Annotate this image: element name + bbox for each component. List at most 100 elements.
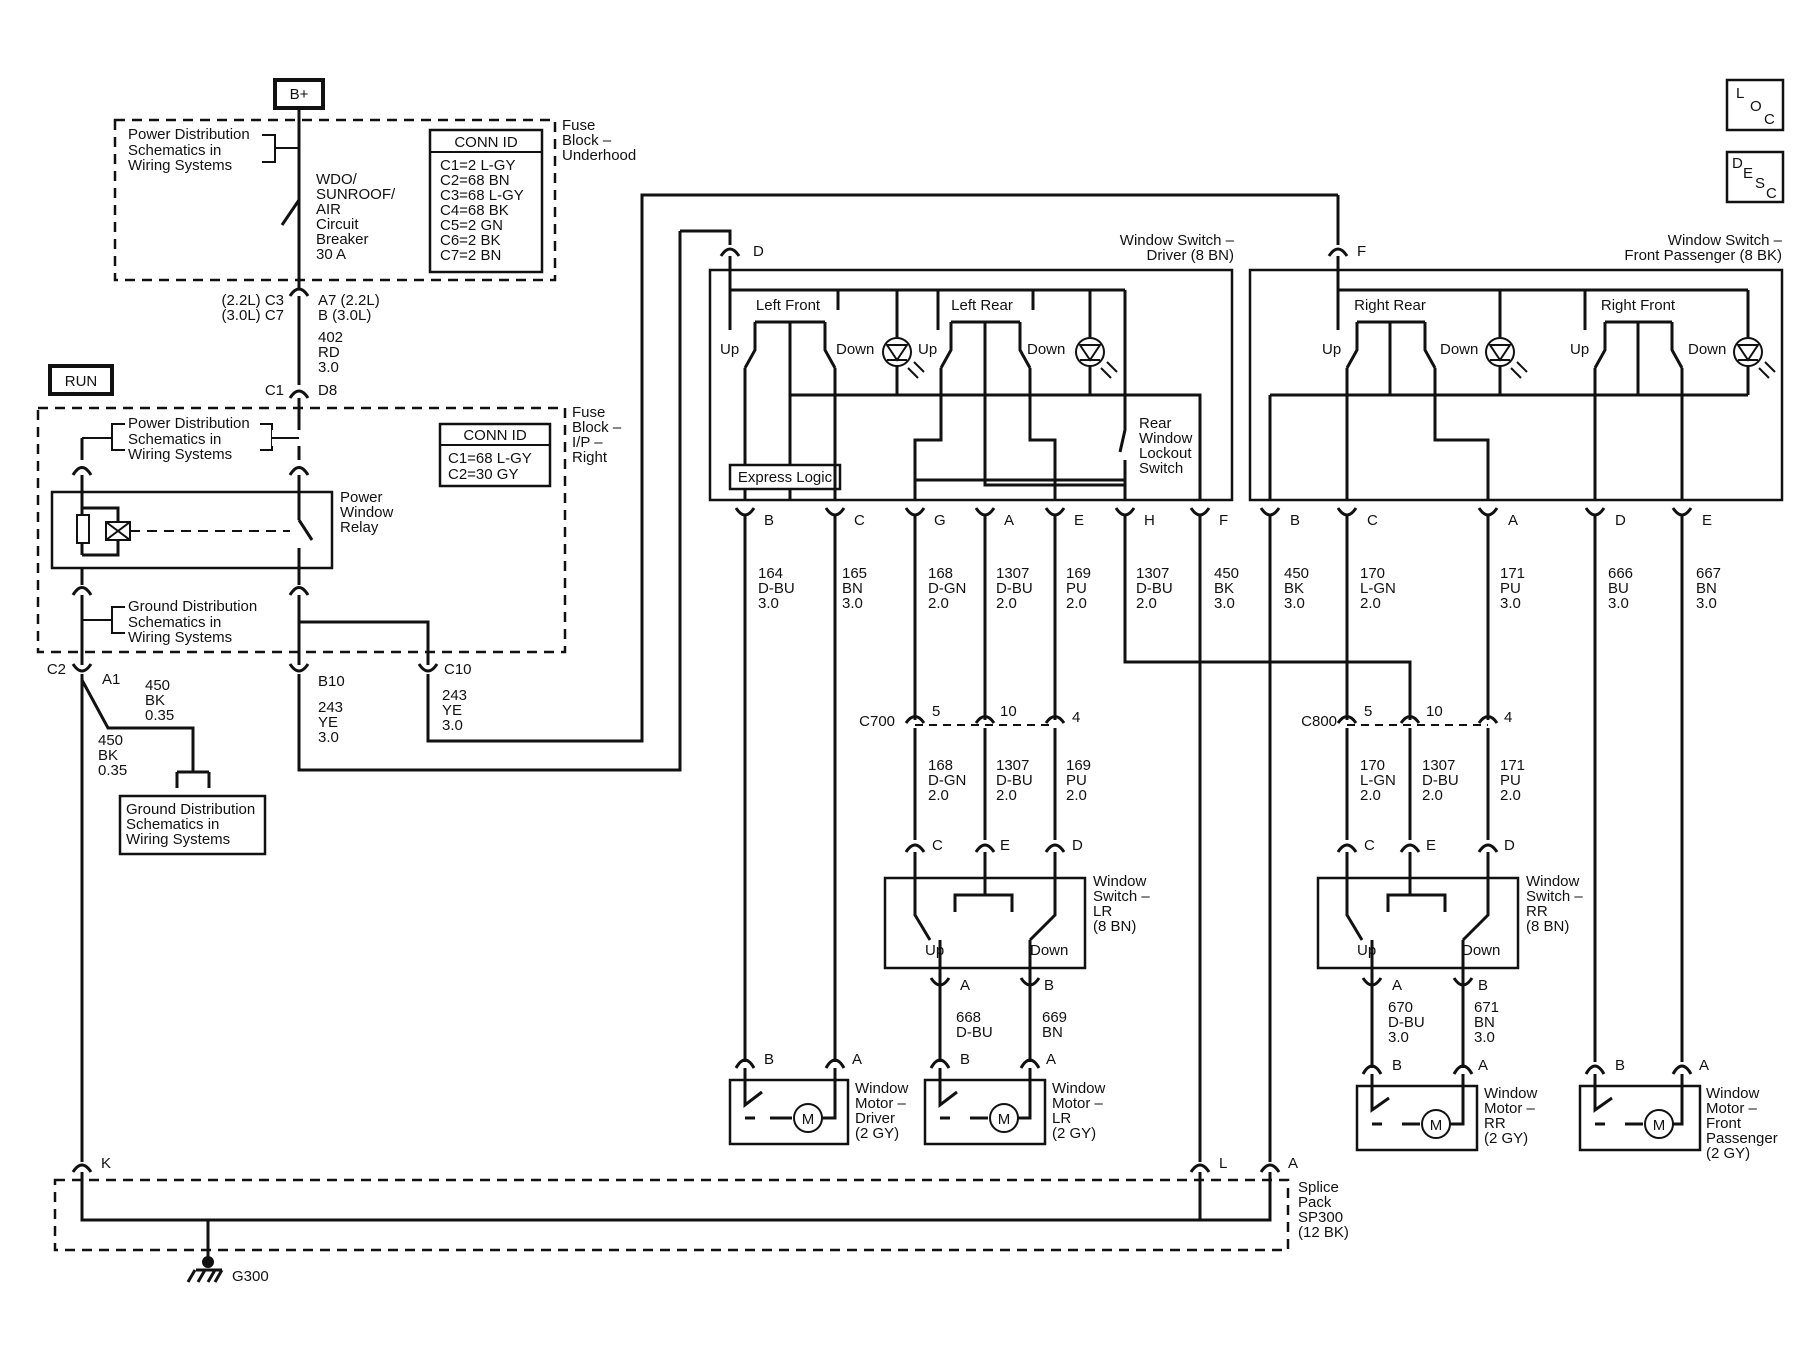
svg-text:1307: 1307 xyxy=(996,565,1029,582)
ground-dist-ref-1: Ground Distribution Schematics in Wiring… xyxy=(128,598,257,646)
wire-243-b10 xyxy=(297,231,682,772)
left-front-switch: Left Front Up Down xyxy=(720,290,925,410)
splice-label: Splice Pack SP300 (12 BK) xyxy=(1298,1179,1349,1241)
fuse-block-underhood xyxy=(113,118,557,282)
svg-text:(2.2L) C3: (2.2L) C3 xyxy=(221,292,284,309)
run-box xyxy=(48,364,114,396)
connector-c3 xyxy=(288,287,310,297)
svg-text:Window: Window xyxy=(1706,1085,1760,1102)
ground-point xyxy=(202,1256,214,1268)
svg-text:Up: Up xyxy=(1357,942,1376,959)
conn-id-list-1: C1=2 L-GY C2=68 BN C3=68 L-GY C4=68 BK C… xyxy=(440,157,524,264)
svg-text:Schematics in: Schematics in xyxy=(128,431,221,448)
svg-text:Wiring Systems: Wiring Systems xyxy=(128,157,232,174)
svg-text:168: 168 xyxy=(928,757,953,774)
svg-text:170: 170 xyxy=(1360,565,1385,582)
window-switch-front-passenger xyxy=(1248,268,1784,502)
wire-243-c10 xyxy=(426,193,1338,743)
svg-text:Left Rear: Left Rear xyxy=(951,297,1013,314)
svg-text:2.0: 2.0 xyxy=(1422,787,1443,804)
window-motor-front-passenger: B A M Window Motor – Front Passenger (2 … xyxy=(1578,1057,1778,1162)
svg-text:C: C xyxy=(854,512,865,529)
svg-text:Switch –: Switch – xyxy=(1093,888,1150,905)
svg-text:2.0: 2.0 xyxy=(1136,595,1157,612)
c3-labels: (2.2L) C3 (3.0L) C7 A7 (2.2L) B (3.0L) xyxy=(221,292,379,324)
ref-bracket-2 xyxy=(82,423,299,451)
svg-text:S: S xyxy=(1755,175,1765,192)
window-switch-driver xyxy=(708,268,1234,502)
svg-text:Window: Window xyxy=(855,1080,909,1097)
svg-text:AIR: AIR xyxy=(316,201,341,218)
svg-text:2.0: 2.0 xyxy=(996,787,1017,804)
svg-text:Motor –: Motor – xyxy=(855,1095,907,1112)
svg-text:E: E xyxy=(1074,512,1084,529)
svg-text:BN: BN xyxy=(842,580,863,597)
connector-b10 xyxy=(288,663,310,673)
power-dist-ref-1: Power Distribution Schematics in Wiring … xyxy=(128,126,250,174)
svg-text:WDO/: WDO/ xyxy=(316,171,358,188)
ground-label: G300 xyxy=(232,1268,269,1285)
fuse-block-ip xyxy=(36,406,567,654)
wire-243b-label: 243 YE 3.0 xyxy=(442,687,467,734)
rr-pins-bot: A B xyxy=(1361,977,1488,994)
svg-text:Down: Down xyxy=(836,341,874,358)
svg-text:Motor –: Motor – xyxy=(1484,1100,1536,1117)
loc-icon[interactable]: L O C xyxy=(1725,78,1785,132)
svg-text:(2 GY): (2 GY) xyxy=(855,1125,899,1142)
wire-450a-label: 450 BK 0.35 xyxy=(145,677,174,724)
svg-text:450: 450 xyxy=(98,732,123,749)
svg-text:D-BU: D-BU xyxy=(996,580,1033,597)
svg-text:D: D xyxy=(753,243,764,260)
svg-text:C: C xyxy=(1367,512,1378,529)
svg-text:BN: BN xyxy=(1474,1014,1495,1031)
svg-text:164: 164 xyxy=(758,565,783,582)
svg-text:3.0: 3.0 xyxy=(1474,1029,1495,1046)
svg-text:30 A: 30 A xyxy=(316,246,346,263)
svg-text:Driver: Driver xyxy=(855,1110,895,1127)
desc-icon[interactable]: D E S C xyxy=(1725,150,1785,204)
svg-text:M: M xyxy=(1653,1117,1666,1134)
c10-label: C10 xyxy=(444,661,472,678)
svg-text:B: B xyxy=(764,512,774,529)
svg-text:3.0: 3.0 xyxy=(1500,595,1521,612)
driver-pin-d xyxy=(719,247,741,257)
svg-text:Window: Window xyxy=(1526,873,1580,890)
svg-text:Front Passenger (8 BK): Front Passenger (8 BK) xyxy=(1624,247,1782,264)
svg-text:L-GN: L-GN xyxy=(1360,772,1396,789)
power-dist-ref-2: Power Distribution Schematics in Wiring … xyxy=(128,415,250,463)
svg-text:Lockout: Lockout xyxy=(1139,445,1192,462)
svg-text:YE: YE xyxy=(442,702,462,719)
svg-text:165: 165 xyxy=(842,565,867,582)
svg-text:PU: PU xyxy=(1066,580,1087,597)
svg-text:L: L xyxy=(1736,85,1744,102)
svg-text:B: B xyxy=(1290,512,1300,529)
svg-text:3.0: 3.0 xyxy=(1214,595,1235,612)
svg-text:(2 GY): (2 GY) xyxy=(1706,1145,1750,1162)
svg-text:C4=68 BK: C4=68 BK xyxy=(440,202,509,219)
wire-402-label: 402 RD 3.0 xyxy=(318,329,343,376)
svg-text:G: G xyxy=(934,512,946,529)
svg-text:C: C xyxy=(1766,185,1777,202)
svg-text:Wiring Systems: Wiring Systems xyxy=(128,629,232,646)
svg-text:D-BU: D-BU xyxy=(1388,1014,1425,1031)
svg-text:402: 402 xyxy=(318,329,343,346)
svg-text:Front: Front xyxy=(1706,1115,1742,1132)
svg-text:243: 243 xyxy=(318,699,343,716)
c700-pins: 5 10 4 xyxy=(904,703,1080,726)
svg-text:D: D xyxy=(1072,837,1083,854)
svg-text:D-BU: D-BU xyxy=(758,580,795,597)
svg-text:LR: LR xyxy=(1093,903,1112,920)
svg-text:2.0: 2.0 xyxy=(1500,787,1521,804)
conn-id-title-1: CONN ID xyxy=(454,134,518,151)
svg-text:(2 GY): (2 GY) xyxy=(1052,1125,1096,1142)
svg-text:A: A xyxy=(1288,1155,1298,1172)
svg-text:C3=68 L-GY: C3=68 L-GY xyxy=(440,187,524,204)
left-rear-switch: Left Rear Up Down xyxy=(918,290,1118,395)
window-motor-rr: B A M Window Motor – RR (2 GY) xyxy=(1355,1057,1538,1152)
sw-lr-label: Window Switch – LR (8 BN) xyxy=(1093,873,1150,935)
svg-text:D-BU: D-BU xyxy=(996,772,1033,789)
lr-pins-top: C E D xyxy=(904,837,1083,854)
sw-rr-label: Window Switch – RR (8 BN) xyxy=(1526,873,1583,935)
lockout-label: Rear Window Lockout Switch xyxy=(1139,415,1193,477)
